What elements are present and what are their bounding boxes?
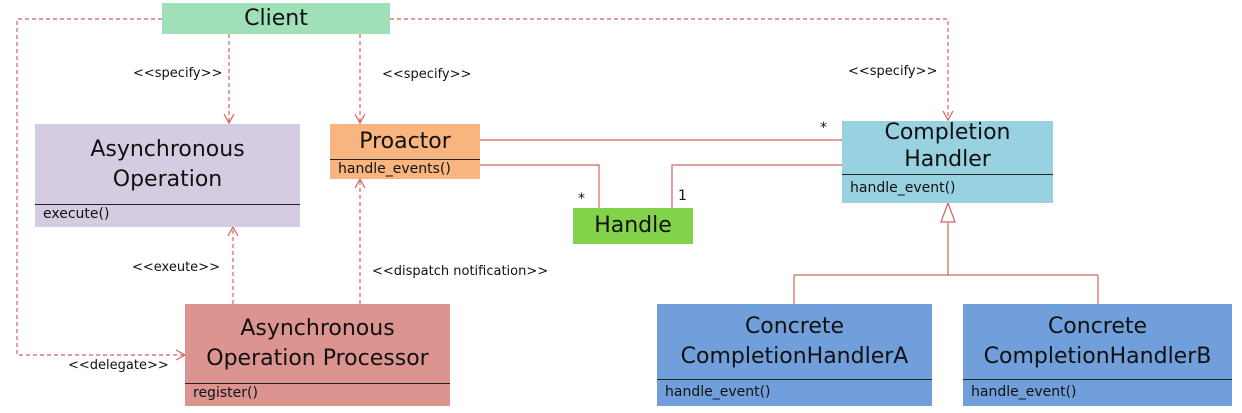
handle-name: Handle <box>594 213 672 238</box>
dispatch-notification-label: <<dispatch notification>> <box>372 264 549 279</box>
specify-label-proactor: <<specify>> <box>382 67 472 82</box>
completion-handler-name-line2: Handler <box>904 147 991 172</box>
asynchronous-operation-processor-class[interactable]: Asynchronous Operation Processor registe… <box>185 304 450 406</box>
concrete-b-name-line1: Concrete <box>1047 314 1148 339</box>
proactor-handle-association <box>480 164 600 208</box>
asynchronous-operation-name-line2: Operation <box>112 167 223 192</box>
generalization-tree <box>793 223 1099 304</box>
concrete-b-method: handle_event() <box>963 379 1232 406</box>
client-class[interactable]: Client <box>162 3 390 34</box>
completion-handler-method: handle_event() <box>842 174 1053 203</box>
processor-method: register() <box>185 383 450 406</box>
generalization-triangle <box>940 201 956 223</box>
execute-label: <<exeute>> <box>132 260 220 275</box>
multiplicity-proactor-handle: * <box>578 191 585 207</box>
proactor-class[interactable]: Proactor handle_events() <box>330 124 480 179</box>
completion-handler-class[interactable]: Completion Handler handle_event() <box>842 120 1053 203</box>
concrete-completion-handler-a-class[interactable]: Concrete CompletionHandlerA handle_event… <box>657 304 932 406</box>
asynchronous-operation-method: execute() <box>35 204 300 227</box>
concrete-b-name-line2: CompletionHandlerB <box>983 344 1212 369</box>
processor-name-line2: Operation Processor <box>206 346 429 371</box>
concrete-a-name-line1: Concrete <box>744 314 845 339</box>
client-specify-handler-line <box>390 18 954 122</box>
specify-label-handler: <<specify>> <box>848 64 938 79</box>
client-name: Client <box>244 6 308 31</box>
proactor-name: Proactor <box>359 129 451 154</box>
asynchronous-operation-name-line1: Asynchronous <box>90 137 245 162</box>
specify-label-async-op: <<specify>> <box>133 66 223 81</box>
handle-class[interactable]: Handle <box>573 208 693 244</box>
proactor-method: handle_events() <box>330 159 480 179</box>
concrete-a-method: handle_event() <box>657 379 932 406</box>
concrete-a-name-line2: CompletionHandlerA <box>680 344 909 369</box>
handler-handle-association <box>671 164 842 208</box>
delegate-label: <<delegate>> <box>68 358 169 373</box>
processor-name-line1: Asynchronous <box>240 316 395 341</box>
asynchronous-operation-class[interactable]: Asynchronous Operation execute() <box>35 124 300 227</box>
completion-handler-name-line1: Completion <box>884 120 1011 145</box>
client-delegate-processor-line <box>16 18 187 361</box>
multiplicity-handler-handle: 1 <box>678 188 687 204</box>
multiplicity-proactor-handler: * <box>820 120 827 136</box>
concrete-completion-handler-b-class[interactable]: Concrete CompletionHandlerB handle_event… <box>963 304 1232 406</box>
